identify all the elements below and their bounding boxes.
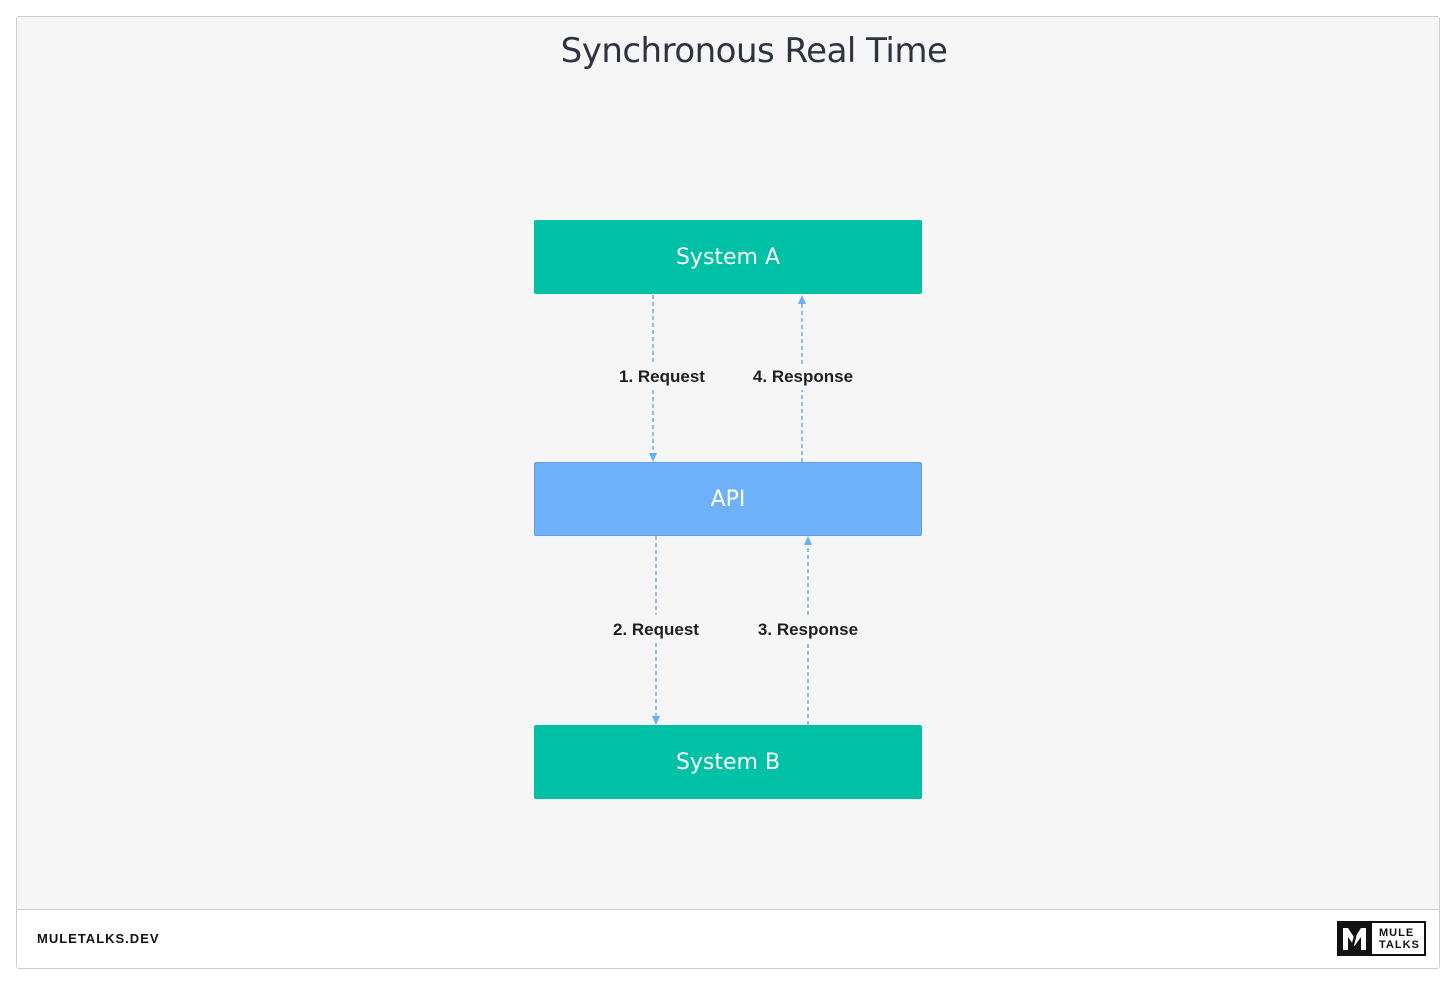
node-system-a: System A — [534, 220, 922, 294]
node-api: API — [534, 462, 922, 536]
edge-4-response: 4. Response — [753, 295, 853, 462]
node-system-b: System B — [534, 725, 922, 799]
diagram-frame: Synchronous Real Time 1. Request — [16, 16, 1440, 969]
edge-4-label: 4. Response — [753, 367, 853, 386]
diagram-canvas: Synchronous Real Time 1. Request — [17, 17, 1439, 910]
edge-3-response: 3. Response — [758, 536, 858, 725]
node-system-a-label: System A — [675, 244, 781, 270]
logo-text-line2: TALKS — [1379, 938, 1420, 951]
muletalks-logo: MULE TALKS — [1337, 921, 1426, 956]
edge-4-arrowhead — [798, 295, 806, 304]
edge-2-arrowhead — [652, 716, 660, 725]
edge-2-label: 2. Request — [613, 620, 699, 639]
node-system-b-label: System B — [675, 749, 781, 775]
node-api-label: API — [710, 486, 746, 512]
edge-1-arrowhead — [649, 453, 657, 462]
edge-3-label: 3. Response — [758, 620, 858, 639]
edge-3-arrowhead — [804, 536, 812, 545]
edge-1-request: 1. Request — [619, 295, 705, 462]
edge-1-label: 1. Request — [619, 367, 705, 386]
logo-text-line1: MULE — [1379, 926, 1415, 939]
footer-site-link[interactable]: MULETALKS.DEV — [37, 931, 160, 946]
logo-text: MULE TALKS — [1372, 923, 1424, 954]
logo-m-icon — [1339, 923, 1372, 954]
edge-2-request: 2. Request — [613, 536, 699, 725]
footer-bar: MULETALKS.DEV MULE TALKS — [17, 910, 1439, 968]
connector-arrows: 1. Request 4. Response 2. Request — [613, 295, 858, 725]
diagram-title: Synchronous Real Time — [560, 31, 948, 71]
